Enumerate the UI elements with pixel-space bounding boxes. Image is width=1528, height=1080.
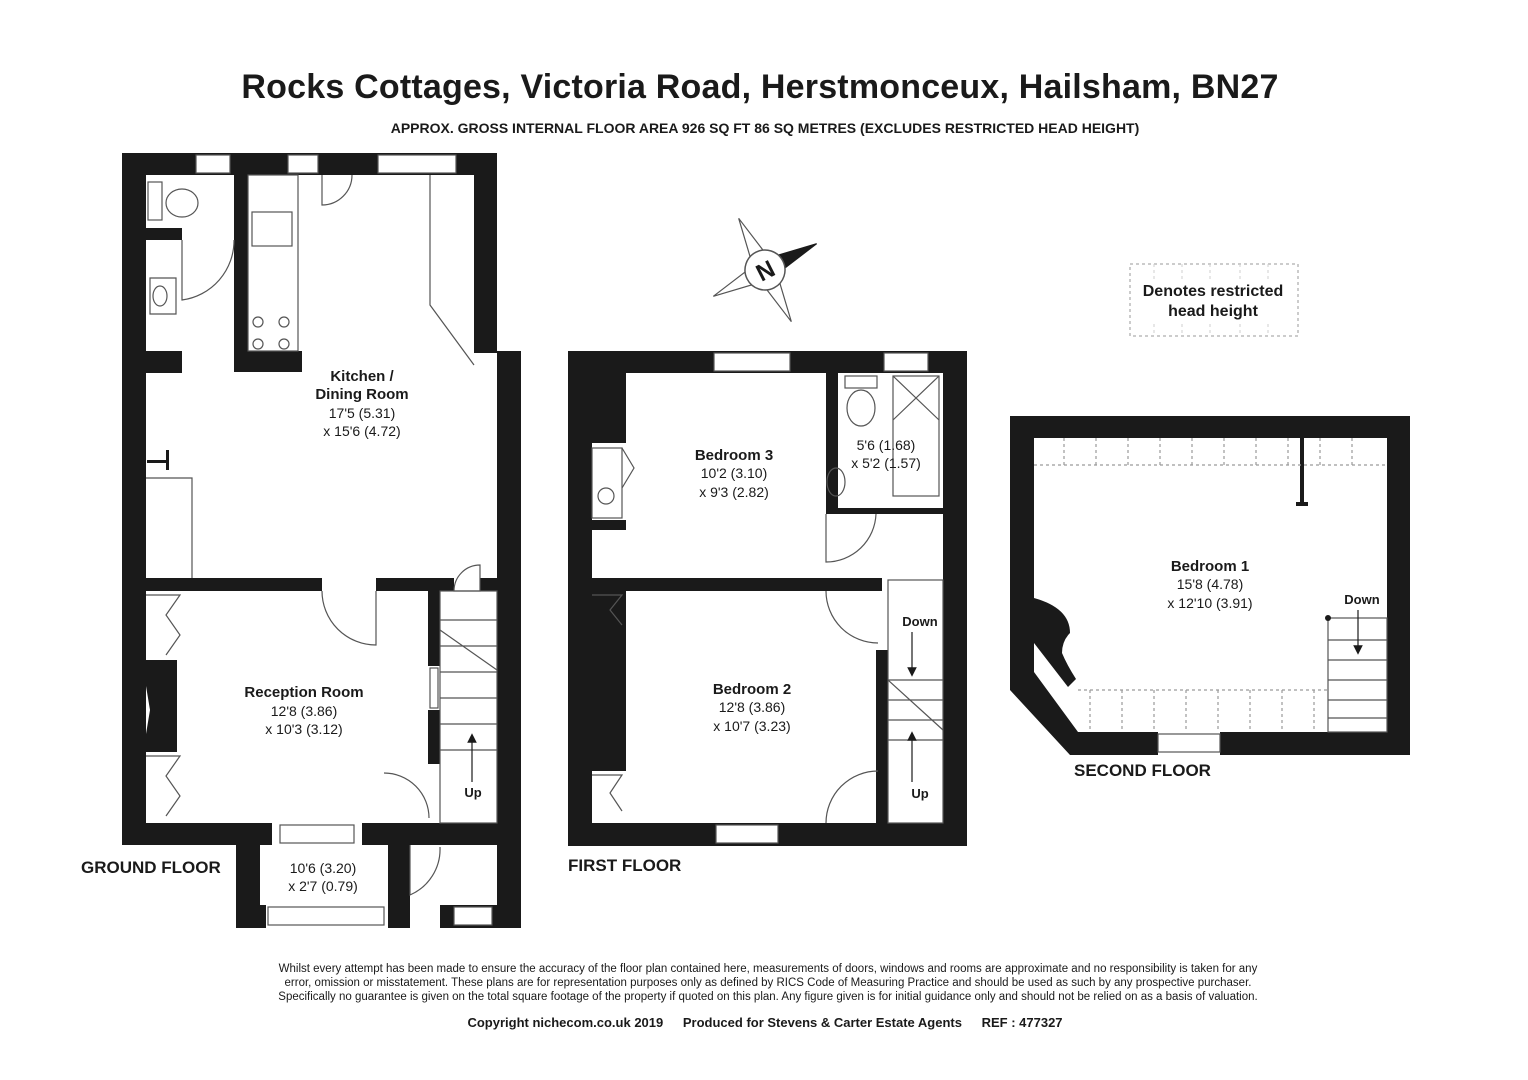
second-floor-down-label: Down bbox=[1344, 592, 1379, 607]
second-floor-fixtures bbox=[1034, 438, 1388, 753]
disclaimer-line-3: Specifically no guarantee is given on th… bbox=[278, 991, 1258, 1003]
bedroom-2-name: Bedroom 2 bbox=[713, 681, 791, 698]
kitchen-dimension-1: 17'5 (5.31) bbox=[329, 405, 396, 421]
bedroom-3-name: Bedroom 3 bbox=[695, 447, 773, 464]
kitchen-name-line-1: Kitchen / bbox=[330, 368, 394, 385]
ground-stairs bbox=[439, 590, 498, 824]
reference-number: REF : 477327 bbox=[981, 1015, 1063, 1030]
bedroom-3-dimension-2: x 9'3 (2.82) bbox=[699, 484, 769, 500]
first-floor-down-label: Down bbox=[902, 614, 937, 629]
first-floor-stairs bbox=[887, 579, 944, 824]
kitchen-dimension-2: x 15'6 (4.72) bbox=[323, 423, 400, 439]
legend-line-2: head height bbox=[1168, 303, 1258, 320]
bathroom-dimension-1: 5'6 (1.68) bbox=[857, 437, 916, 453]
plan-title: Rocks Cottages, Victoria Road, Herstmonc… bbox=[241, 68, 1279, 106]
floor-area-subtitle: APPROX. GROSS INTERNAL FLOOR AREA 926 SQ… bbox=[390, 120, 1140, 136]
bedroom-1-dimension-1: 15'8 (4.78) bbox=[1177, 576, 1244, 592]
disclaimer-line-2: error, omission or misstatement. These p… bbox=[284, 977, 1252, 989]
ground-floor-plan bbox=[122, 153, 521, 928]
bedroom-2-dimension-1: 12'8 (3.86) bbox=[719, 699, 786, 715]
second-floor-label: SECOND FLOOR bbox=[1074, 761, 1211, 780]
porch-label: 10'6 (3.20) x 2'7 (0.79) bbox=[288, 860, 358, 894]
ground-floor-label: GROUND FLOOR bbox=[81, 858, 221, 877]
compass-rose: N bbox=[712, 217, 818, 323]
restricted-height-legend: Denotes restricted head height bbox=[1129, 263, 1299, 337]
bedroom-2-dimension-2: x 10'7 (3.23) bbox=[713, 718, 790, 734]
reception-label: Reception Room 12'8 (3.86) x 10'3 (3.12) bbox=[244, 684, 363, 737]
second-floor-plan bbox=[1010, 416, 1410, 755]
second-floor-restricted-height bbox=[1034, 438, 1387, 732]
kitchen-name-line-2: Dining Room bbox=[315, 386, 408, 403]
bedroom-2-label: Bedroom 2 12'8 (3.86) x 10'7 (3.23) bbox=[713, 681, 791, 734]
porch-dimension-1: 10'6 (3.20) bbox=[290, 860, 357, 876]
first-floor-plan bbox=[568, 351, 967, 846]
bathroom-dimension-2: x 5'2 (1.57) bbox=[851, 455, 921, 471]
ground-stairs-up-label: Up bbox=[464, 785, 481, 800]
legend-line-1: Denotes restricted bbox=[1143, 283, 1284, 300]
copyright-text: Copyright nichecom.co.uk 2019 bbox=[467, 1015, 664, 1030]
reception-name: Reception Room bbox=[244, 684, 363, 701]
first-floor-fixtures bbox=[591, 352, 944, 844]
bedroom-3-dimension-1: 10'2 (3.10) bbox=[701, 465, 768, 481]
porch-dimension-2: x 2'7 (0.79) bbox=[288, 878, 358, 894]
disclaimer-line-1: Whilst every attempt has been made to en… bbox=[278, 963, 1258, 975]
bedroom-1-dimension-2: x 12'10 (3.91) bbox=[1167, 595, 1252, 611]
reception-dimension-1: 12'8 (3.86) bbox=[271, 703, 338, 719]
first-floor-label: FIRST FLOOR bbox=[568, 856, 681, 875]
bedroom-1-label: Bedroom 1 15'8 (4.78) x 12'10 (3.91) bbox=[1167, 558, 1252, 611]
disclaimer: Whilst every attempt has been made to en… bbox=[210, 962, 1326, 1004]
bedroom-3-label: Bedroom 3 10'2 (3.10) x 9'3 (2.82) bbox=[695, 447, 773, 500]
ground-floor-fixtures bbox=[146, 154, 498, 926]
first-floor-up-label: Up bbox=[911, 786, 928, 801]
produced-for-text: Produced for Stevens & Carter Estate Age… bbox=[682, 1015, 962, 1030]
bedroom-1-name: Bedroom 1 bbox=[1171, 558, 1249, 575]
kitchen-label: Kitchen / Dining Room 17'5 (5.31) x 15'6… bbox=[315, 368, 408, 439]
reception-dimension-2: x 10'3 (3.12) bbox=[265, 721, 342, 737]
bathroom-label: 5'6 (1.68) x 5'2 (1.57) bbox=[851, 437, 921, 471]
copyright-line: Copyright nichecom.co.uk 2019 Produced f… bbox=[0, 1015, 1528, 1030]
